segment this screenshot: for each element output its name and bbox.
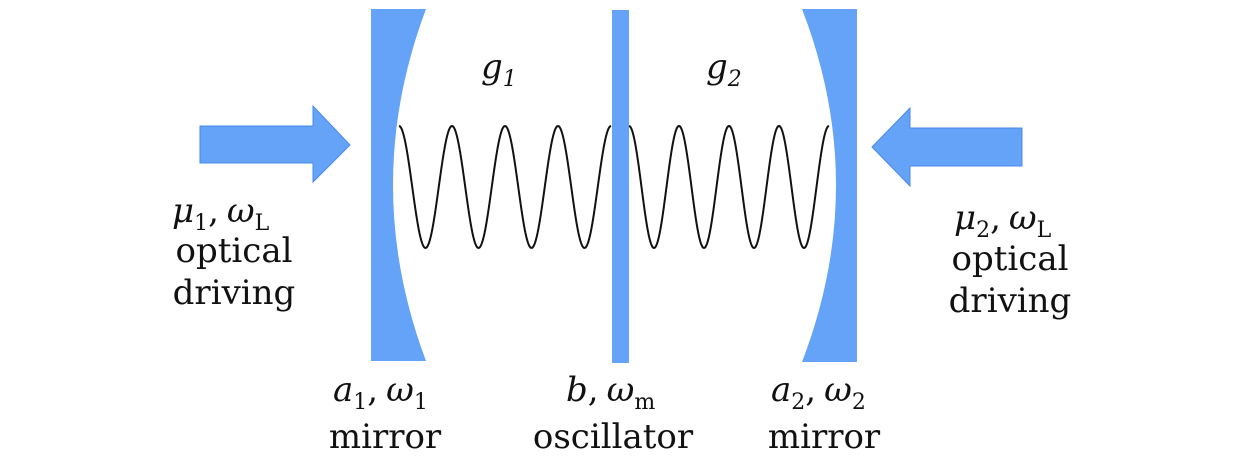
right-drive-label-driving: driving bbox=[949, 281, 1072, 321]
left-mirror-name: mirror bbox=[329, 417, 442, 457]
right-mirror bbox=[802, 9, 857, 362]
left-mirror-mode: a1,ω1 bbox=[333, 370, 428, 415]
left-mirror bbox=[371, 9, 426, 361]
right-mirror-mode: a2,ω2 bbox=[771, 370, 866, 415]
oscillator-membrane bbox=[612, 10, 629, 363]
left-drive-arrow bbox=[199, 104, 351, 184]
right-drive-arrow bbox=[871, 106, 1023, 188]
right-drive-parameters: μ2,ωL bbox=[954, 198, 1052, 243]
right-mirror-name: mirror bbox=[768, 417, 881, 457]
left-drive-label-optical: optical bbox=[176, 231, 293, 271]
oscillator-name: oscillator bbox=[533, 417, 694, 457]
right-cavity-wave bbox=[628, 124, 830, 249]
coupling-g2: g2 bbox=[706, 47, 742, 92]
left-cavity-wave bbox=[398, 124, 612, 249]
coupling-g1: g1 bbox=[481, 47, 517, 92]
left-drive-parameters: μ1,ωL bbox=[172, 191, 270, 236]
right-drive-label-optical: optical bbox=[952, 239, 1069, 279]
oscillator-mode: b,ωm bbox=[566, 370, 655, 415]
left-drive-label-driving: driving bbox=[173, 273, 296, 313]
